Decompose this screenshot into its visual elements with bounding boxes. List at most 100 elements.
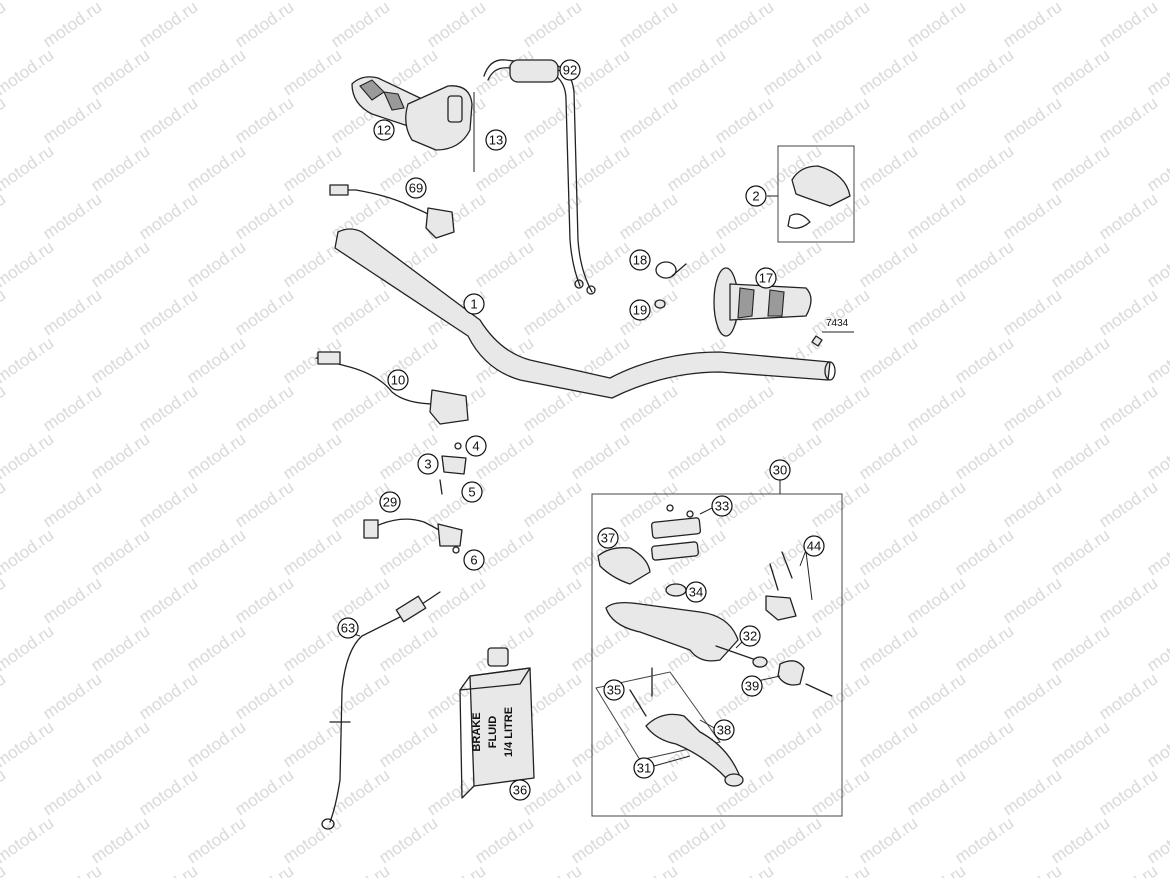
watermark-text: motod.ru <box>183 717 249 771</box>
watermark-text: motod.ru <box>87 237 153 291</box>
callout-29: 29 <box>379 491 401 513</box>
watermark-text: motod.ru <box>39 0 105 51</box>
svg-text:19: 19 <box>633 303 647 318</box>
svg-text:33: 33 <box>715 499 729 514</box>
watermark-text: motod.ru <box>183 333 249 387</box>
watermark-text: motod.ru <box>1047 717 1113 771</box>
switch-10 <box>315 351 469 425</box>
callout-1: 1 <box>463 293 485 315</box>
watermark-text: motod.ru <box>1095 573 1161 627</box>
callout-30: 30 <box>769 459 791 481</box>
watermark-text: motod.ru <box>87 45 153 99</box>
watermark-text: motod.ru <box>231 93 297 147</box>
svg-text:13: 13 <box>489 133 503 148</box>
watermark-text: motod.ru <box>999 573 1065 627</box>
callout-32: 32 <box>739 625 761 647</box>
clamp-3-4-5 <box>439 442 467 495</box>
cable-63 <box>321 591 441 830</box>
svg-text:29: 29 <box>383 495 397 510</box>
watermark-text: motod.ru <box>0 285 9 339</box>
watermark-text: motod.ru <box>231 285 297 339</box>
svg-text:2: 2 <box>752 189 759 204</box>
watermark-text: motod.ru <box>855 525 921 579</box>
watermark-text: motod.ru <box>375 813 441 867</box>
watermark-text: motod.ru <box>135 285 201 339</box>
callout-18: 18 <box>629 249 651 271</box>
watermark-text: motod.ru <box>711 189 777 243</box>
callout-12: 12 <box>373 119 395 141</box>
watermark-text: motod.ru <box>903 861 969 878</box>
handlebar <box>334 228 836 399</box>
svg-text:44: 44 <box>807 539 821 554</box>
watermark-text: motod.ru <box>567 621 633 675</box>
svg-text:36: 36 <box>513 783 527 798</box>
callout-13: 13 <box>485 129 507 151</box>
watermark-text: motod.ru <box>519 861 585 878</box>
watermark-text: motod.ru <box>711 669 777 723</box>
watermark-text: motod.ru <box>135 0 201 51</box>
callout-19: 19 <box>629 299 651 321</box>
callout-92: 92 <box>559 59 581 81</box>
can-label-line3: 1/4 LITRE <box>503 707 515 757</box>
watermark-text: motod.ru <box>855 621 921 675</box>
watermark-text: motod.ru <box>1143 141 1170 195</box>
grip-17 <box>713 267 812 337</box>
watermark-text: motod.ru <box>39 285 105 339</box>
watermark-text: motod.ru <box>471 525 537 579</box>
watermark-text: motod.ru <box>615 189 681 243</box>
throttle-housing <box>405 85 475 172</box>
watermark-text: motod.ru <box>711 93 777 147</box>
watermark-text: motod.ru <box>807 765 873 819</box>
watermark-text: motod.ru <box>279 45 345 99</box>
watermark-text: motod.ru <box>279 717 345 771</box>
watermark-text: motod.ru <box>951 717 1017 771</box>
watermark-text: motod.ru <box>231 861 297 878</box>
watermark-text: motod.ru <box>1095 861 1161 878</box>
part-7434 <box>811 331 854 347</box>
watermark-text: motod.ru <box>615 861 681 878</box>
watermark-text: motod.ru <box>1143 237 1170 291</box>
watermark-text: motod.ru <box>39 381 105 435</box>
watermark-text: motod.ru <box>1143 717 1170 771</box>
clip-18 <box>655 261 687 279</box>
watermark-text: motod.ru <box>951 429 1017 483</box>
switch-29 <box>363 518 463 554</box>
callout-36: 36 <box>509 779 531 801</box>
watermark-text: motod.ru <box>1047 45 1113 99</box>
watermark-text: motod.ru <box>951 813 1017 867</box>
watermark-text: motod.ru <box>999 765 1065 819</box>
watermark-text: motod.ru <box>279 429 345 483</box>
watermark-text: motod.ru <box>39 765 105 819</box>
callout-3: 3 <box>417 453 439 475</box>
watermark-text: motod.ru <box>807 381 873 435</box>
watermark-text: motod.ru <box>39 477 105 531</box>
watermark-text: motod.ru <box>87 621 153 675</box>
watermark-text: motod.ru <box>1047 621 1113 675</box>
watermark-text: motod.ru <box>279 813 345 867</box>
can-label-line1: BRAKE <box>471 712 483 751</box>
callout-37: 37 <box>597 527 619 549</box>
callout-31: 31 <box>633 757 655 779</box>
watermark-text: motod.ru <box>327 573 393 627</box>
watermark-text: motod.ru <box>423 573 489 627</box>
watermark-text: motod.ru <box>663 45 729 99</box>
watermark-text: motod.ru <box>663 813 729 867</box>
svg-text:18: 18 <box>633 253 647 268</box>
watermark-text: motod.ru <box>1143 813 1170 867</box>
watermark-text: motod.ru <box>1095 477 1161 531</box>
part-label-7434: 7434 <box>826 318 849 329</box>
watermark-text: motod.ru <box>1095 285 1161 339</box>
callout-2: 2 <box>745 185 767 207</box>
watermark-text: motod.ru <box>0 141 57 195</box>
svg-text:5: 5 <box>468 485 475 500</box>
callout-63: 63 <box>337 617 359 639</box>
watermark-text: motod.ru <box>999 189 1065 243</box>
watermark-text: motod.ru <box>1143 429 1170 483</box>
watermark-text: motod.ru <box>39 189 105 243</box>
watermark-text: motod.ru <box>855 45 921 99</box>
watermark-text: motod.ru <box>855 429 921 483</box>
kill-switch-69 <box>329 184 455 239</box>
watermark-text: motod.ru <box>903 573 969 627</box>
watermark-text: motod.ru <box>519 0 585 51</box>
